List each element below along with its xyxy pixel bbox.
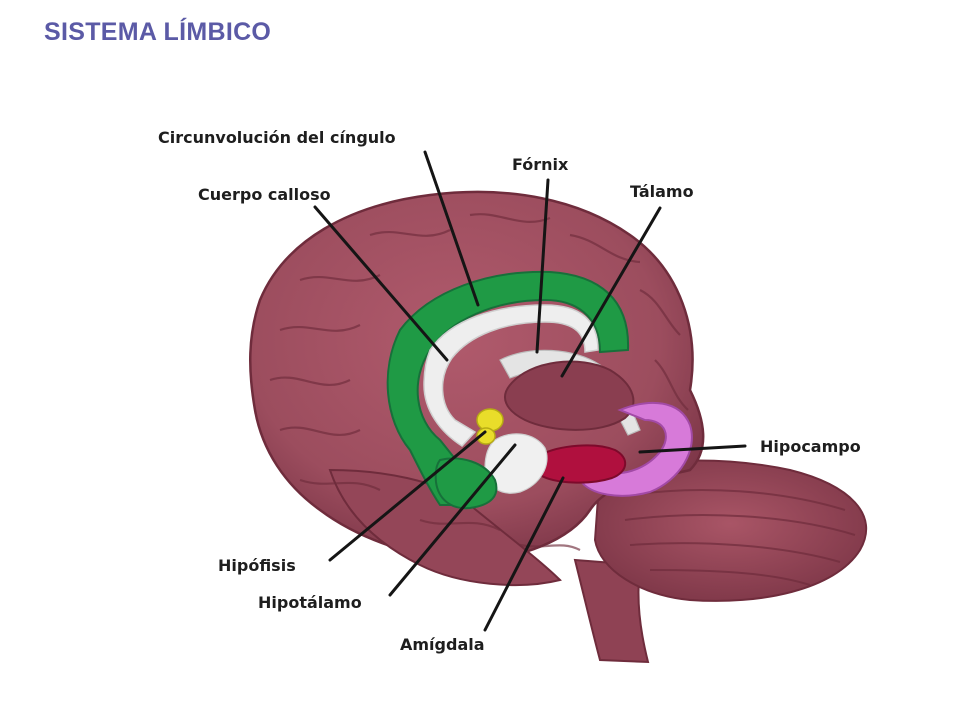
leader-hippocampus (638, 444, 747, 454)
brain-stem (573, 558, 650, 664)
leader-pituitary (328, 430, 487, 562)
label-fornix: Fórnix (512, 155, 569, 174)
gyri-texture (269, 213, 689, 551)
corpus-callosum-region (423, 304, 599, 447)
thalamus-region (504, 360, 635, 431)
label-hypothalamus: Hipotálamo (258, 593, 362, 612)
leader-corpus-callosum (313, 205, 449, 362)
leader-hypothalamus (388, 443, 517, 597)
label-thalamus: Tálamo (630, 182, 694, 201)
pituitary-region-lower (476, 427, 496, 445)
label-cingulate-gyrus: Circunvolución del cíngulo (158, 128, 396, 147)
cerebellum-folds (624, 489, 856, 586)
label-pituitary: Hipófisis (218, 556, 296, 575)
slide-title: SISTEMA LÍMBICO (44, 18, 272, 46)
hypothalamus-region (484, 433, 548, 494)
pituitary-region (476, 408, 504, 432)
leader-cingulate-gyrus (423, 150, 480, 307)
leader-fornix (535, 178, 550, 354)
cerebellum (593, 459, 868, 602)
label-hippocampus: Hipocampo (760, 437, 861, 456)
leader-thalamus (560, 206, 662, 378)
label-amygdala: Amígdala (400, 635, 485, 654)
label-corpus-callosum: Cuerpo calloso (198, 185, 331, 204)
leader-amygdala (483, 476, 565, 632)
